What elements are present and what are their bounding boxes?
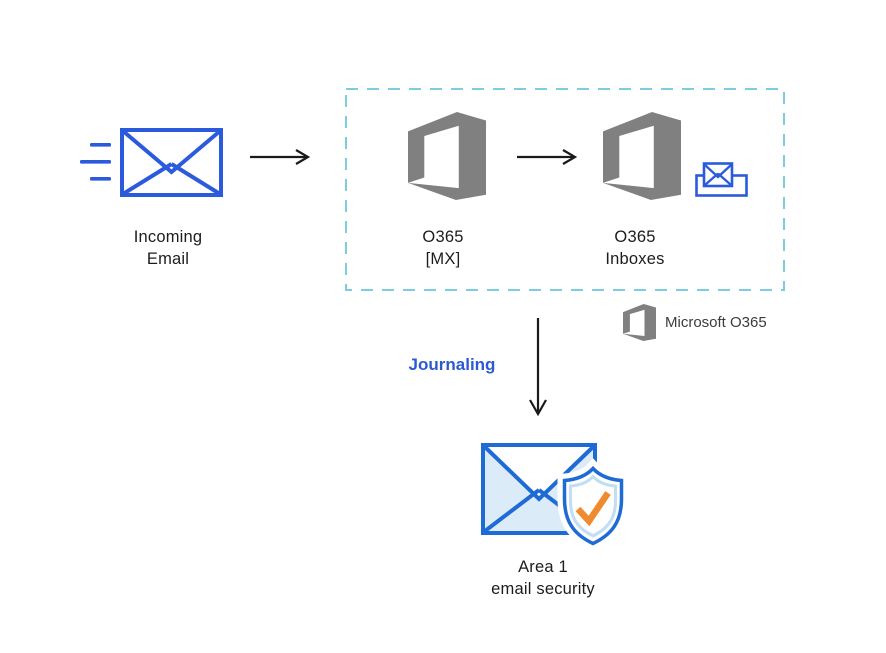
- node-label-area1: Area 1 email security: [463, 556, 623, 600]
- speed-line: [90, 143, 111, 147]
- journaling-label: Journaling: [408, 355, 496, 374]
- speed-line: [80, 160, 111, 164]
- legend-label: Microsoft O365: [665, 314, 767, 331]
- o365-boundary-dashed-box: [345, 88, 785, 291]
- label-line: Email: [146, 250, 190, 268]
- label-line: Inboxes: [605, 250, 665, 268]
- envelope-flap: [483, 445, 595, 502]
- arrow-down-icon: [529, 318, 547, 417]
- envelope-folds: [121, 162, 222, 196]
- shield-inner-band: [568, 474, 618, 538]
- shield-check-icon: [557, 458, 629, 552]
- office365-icon: [603, 112, 681, 200]
- arrow-right-icon: [250, 149, 311, 165]
- arrow-right-icon: [517, 149, 578, 165]
- node-label-o365-mx: O365 [MX]: [393, 226, 493, 270]
- envelope-shield-check-icon: [481, 443, 629, 552]
- node-label-o365-inboxes: O365 Inboxes: [585, 226, 685, 270]
- label-line: O365: [614, 228, 656, 246]
- envelope-flap-fill: [485, 447, 593, 499]
- office365-legend-icon: [623, 304, 656, 341]
- speed-line: [90, 177, 111, 181]
- node-label-incoming-email: Incoming Email: [108, 226, 228, 270]
- label-line: Area 1: [518, 558, 568, 576]
- office365-icon: [408, 112, 486, 200]
- incoming-email-envelope-icon: [80, 128, 223, 197]
- label-line: O365: [422, 228, 464, 246]
- label-line: Incoming: [133, 228, 203, 246]
- label-line: [MX]: [425, 250, 461, 268]
- envelope-flap: [121, 129, 222, 175]
- label-line: email security: [491, 580, 595, 598]
- inbox-envelope-icon: [695, 162, 748, 197]
- checkmark-icon: [575, 491, 611, 527]
